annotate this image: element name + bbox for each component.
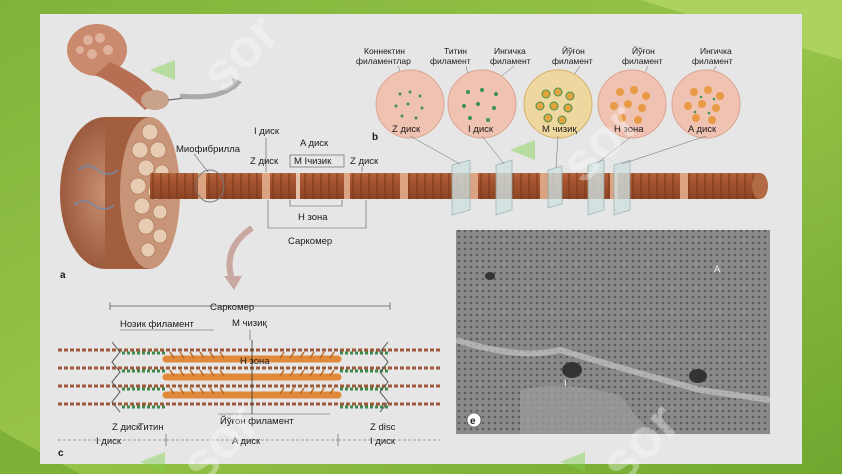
muscle-fascicle-illustration [67,24,187,110]
panel-c-letter: c [58,448,64,459]
label-c-z-disc-en: Z disc [370,422,396,433]
myofibril-rod-end [752,173,768,199]
label-c-i-disc-right: I диск [370,436,396,447]
label-thick-filament: Йўғон филамент [220,415,294,427]
section-planes [451,159,631,216]
filament-row-2 [58,366,440,373]
label-circle-2-top-line2: филамент [430,56,471,66]
label-h-zone: Н зона [298,212,328,223]
label-circle-6-top-line1: Ингичка [700,46,732,56]
watermark-arrows [140,60,585,472]
label-z-disc-left: Z диск [250,156,279,167]
label-circle-5-bottom: Н зона [614,124,644,135]
label-circle-4-top-line1: Йўғон [562,45,585,56]
micrograph-organelle-1 [562,362,582,378]
micrograph-label-i: I [564,378,567,389]
arrow-to-panel-c [226,225,254,281]
label-circle-3-top-line2: филамент [490,56,531,66]
arrow-head-c [224,276,242,290]
filament-row-4 [58,402,440,409]
cross-section-circle-4 [597,69,667,139]
label-i-disc: I диск [254,126,280,137]
label-c-sarcomere: Саркомер [210,302,254,313]
cross-section-circle-1 [375,69,445,139]
label-circle-6-top-line2: филамент [692,56,733,66]
cross-section-circle-3 [523,69,593,139]
cross-section-circle-5 [671,69,741,139]
z-disc-left [111,341,121,413]
h-zone-bracket [289,200,343,207]
myofibril-magnifier [195,169,225,203]
label-circle-4-top-line2: филамент [552,56,593,66]
label-circle-1-bottom: Z диск [392,124,421,135]
label-sarcomere: Саркомер [288,236,332,247]
micrograph-label-a: A [714,264,721,275]
cross-section-circle-2 [447,69,517,139]
band-ticks [165,434,339,446]
label-circle-6-bottom: A диск [688,124,717,135]
panel-a-muscle-fiber: a Миофибрилла I диск A диск Z диск M Ічи… [60,24,768,290]
panel-e-letter-badge [466,412,482,428]
label-m-line: M Ічизик [294,156,332,167]
label-c-z-disc: Z диск [112,422,141,433]
panel-b-letter: b [372,132,378,143]
panel-e-micrograph: e A I [455,230,771,434]
m-line-box [289,154,345,168]
label-circle-5-top-line1: Йўғон [632,45,655,56]
micrograph-organelle-3 [485,272,495,280]
label-c-h-zone: H зона [240,356,270,367]
arrow-fascicle-to-fiber [179,82,238,100]
label-z-disc-right: Z диск [350,156,379,167]
micrograph-organelle-2 [689,369,707,383]
panel-b-cross-sections: Коннектин филаментлар Титин филамент Инг… [356,45,741,169]
label-circle-5-top-line2: филамент [622,56,663,66]
arrow-head [232,78,242,90]
label-c-i-disc-left: I диск [96,436,122,447]
label-myofibril: Миофибрилла [176,144,241,155]
panel-e-letter: e [470,416,476,427]
fiber-wave-detail [73,165,119,210]
label-thin-filament: Нозик филамент [120,319,195,330]
panel-a-letter: a [60,270,66,281]
thick-filament-heads [169,351,335,395]
filament-row-1 [58,348,440,355]
leader-lines-b-bottom [409,135,707,169]
label-circle-2-top-line1: Титин [444,46,467,56]
leader-myofibril [193,153,209,173]
sarcomere-bracket [267,200,367,229]
z-disc-right [379,341,389,413]
label-circle-1-top-line1: Коннектин [364,46,405,56]
label-a-disc: A диск [300,138,329,149]
label-c-titin: Титин [138,422,164,433]
label-circle-3-top-line1: Ингичка [494,46,526,56]
label-circle-1-top-line2: филаментлар [356,56,411,66]
label-c-m-line: M чизиқ [232,318,267,329]
filament-rows [58,340,440,414]
micrograph-lower-region [520,386,650,434]
panel-c-sarcomere: Саркомер Нозик филамент M чизиқ [58,302,440,459]
label-c-a-disc: A диск [232,436,261,447]
label-circle-2-bottom: I диск [468,124,494,135]
micrograph-membrane-fold [455,337,771,403]
filament-row-3 [58,384,440,391]
label-circle-4-bottom: M чизиқ [542,124,577,135]
